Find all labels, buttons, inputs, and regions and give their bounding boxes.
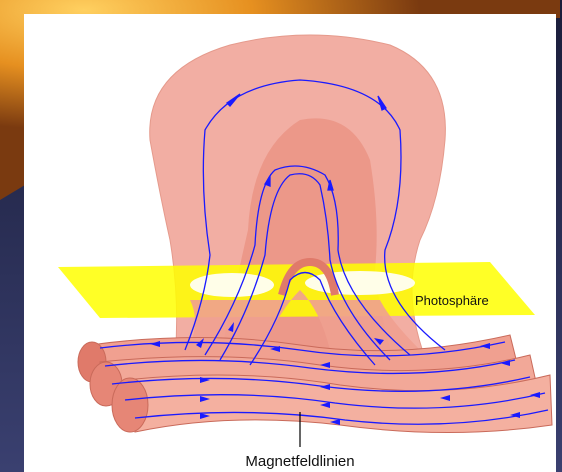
field-lines-label: Magnetfeldlinien: [245, 453, 354, 470]
flux-tubes: [78, 335, 552, 433]
tube-end-front: [112, 378, 148, 432]
photosphere-label: Photosphäre: [415, 293, 489, 308]
